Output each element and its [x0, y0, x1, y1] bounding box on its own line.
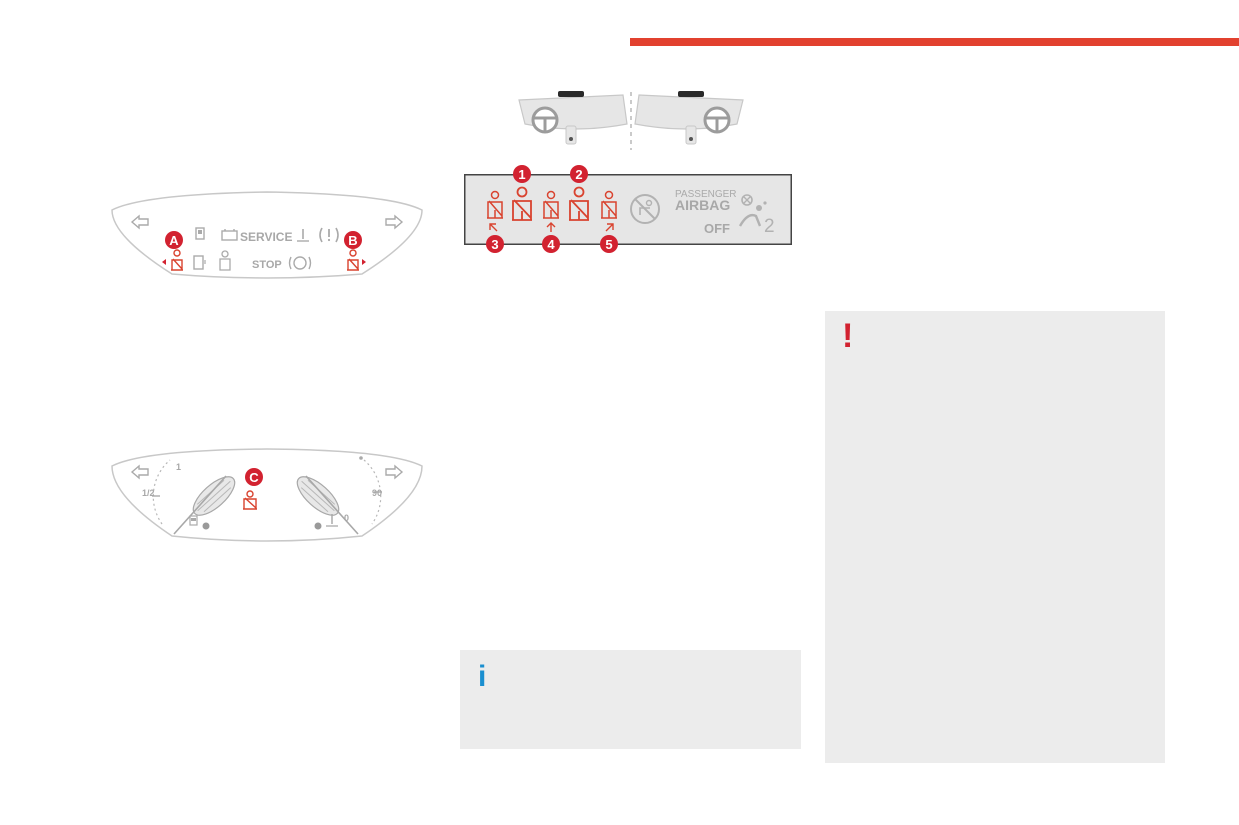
svg-text:C: C: [249, 470, 259, 485]
fuel-pump-icon: [189, 515, 198, 526]
seatbelt-warning-icon: [243, 490, 257, 510]
left-hand-drive-dashboard: [518, 91, 628, 145]
airbag-label: AIRBAG: [675, 197, 730, 213]
coolant-temperature-icon: [297, 229, 309, 242]
temperature-gauge: 90 0: [296, 456, 382, 535]
callout-b: B: [344, 231, 362, 249]
brake-warning-icon: [288, 256, 312, 270]
fuel-scale-one: 1: [176, 462, 181, 472]
rear-right-seatbelt-icon: [601, 190, 617, 232]
callout-a: A: [165, 231, 183, 249]
warning-note-box: !: [825, 311, 1165, 763]
service-label: SERVICE: [240, 230, 292, 244]
fuel-scale-half: 1/2: [142, 488, 155, 498]
warning-icon: !: [842, 317, 854, 355]
rear-seat-occupancy-icon: [738, 194, 767, 227]
callout-4: 4: [542, 235, 560, 253]
callout-5: 5: [600, 235, 618, 253]
driver-seatbelt-icon: [512, 186, 532, 221]
rear-seatbelt-status-icon: [219, 250, 231, 271]
left-seatbelt-warning-icon: [162, 249, 183, 271]
callout-1: 1: [513, 165, 531, 183]
passenger-label: PASSENGER: [675, 189, 737, 200]
tyre-pressure-icon: [319, 227, 339, 243]
right-turn-signal-icon: [385, 464, 404, 480]
battery-icon: [221, 229, 238, 241]
right-turn-signal-icon: [385, 214, 404, 230]
svg-text:4: 4: [547, 237, 555, 252]
svg-text:5: 5: [605, 237, 612, 252]
left-turn-signal-icon: [130, 464, 149, 480]
fuel-level-icon: [195, 227, 205, 240]
information-note-box: i: [460, 650, 801, 749]
svg-text:2: 2: [575, 167, 582, 182]
svg-text:B: B: [348, 233, 357, 248]
callout-c: C: [245, 468, 263, 486]
passenger-seatbelt-icon: [569, 186, 589, 221]
stop-label: STOP: [252, 259, 282, 271]
callout-3: 3: [486, 235, 504, 253]
seatbelt-airbag-console-panel: 1 2 3 4 5 PASSENGER AIRBAG OFF: [464, 164, 792, 256]
seat-count-label: 2: [764, 216, 775, 237]
right-seatbelt-warning-icon: [347, 249, 366, 271]
rear-middle-seatbelt-icon: [543, 190, 559, 232]
info-icon: i: [478, 660, 487, 693]
right-hand-drive-dashboard: [634, 91, 744, 145]
temp-scale-0: 0: [344, 513, 349, 523]
temp-scale-90: 90: [372, 488, 382, 498]
callout-2: 2: [570, 165, 588, 183]
dashboard-drive-position-diagram: [515, 90, 747, 152]
airbag-disabled-icon: [630, 194, 660, 224]
instrument-cluster-seatbelt-lamps: SERVICE A B STOP: [104, 188, 430, 288]
rear-left-seatbelt-icon: [487, 190, 503, 232]
svg-text:A: A: [169, 233, 179, 248]
instrument-cluster-with-dials: 1 1/2 C 90 0: [104, 446, 430, 552]
header-accent-bar: [630, 38, 1239, 46]
svg-text:1: 1: [518, 167, 525, 182]
svg-text:3: 3: [491, 237, 498, 252]
off-label: OFF: [704, 221, 730, 236]
coolant-temperature-icon: [326, 514, 338, 527]
fuel-gauge: 1 1/2: [142, 459, 236, 535]
fuel-range-icon: [193, 255, 206, 270]
left-turn-signal-icon: [130, 214, 149, 230]
